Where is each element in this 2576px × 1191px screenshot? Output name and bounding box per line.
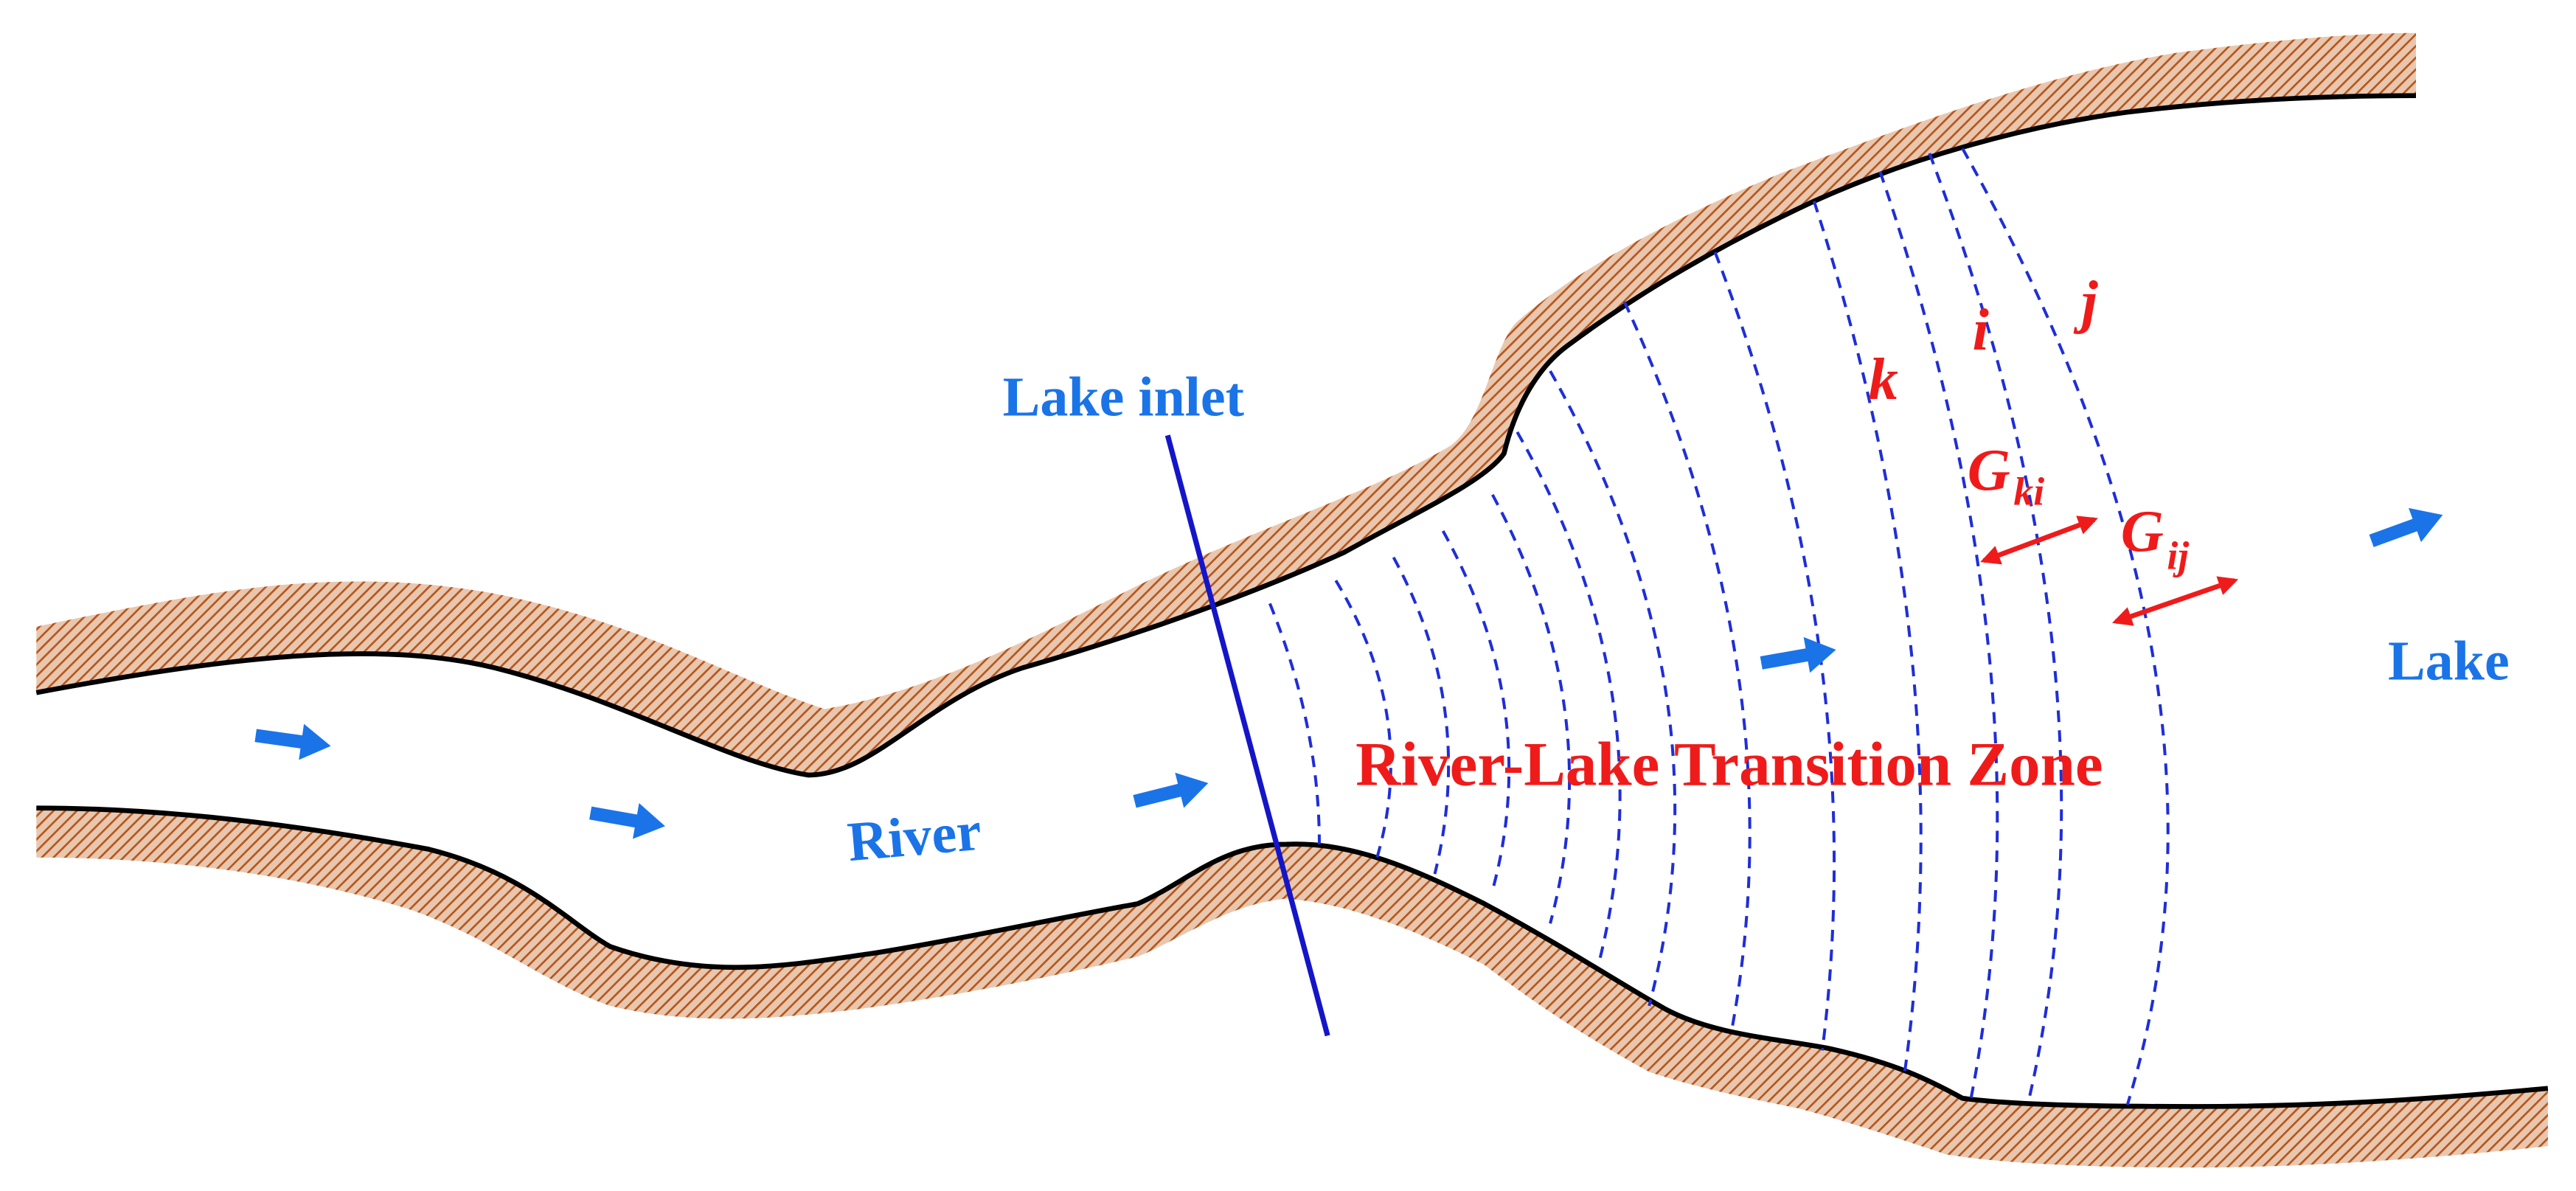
- contour-line: [1961, 147, 2170, 1105]
- contour-line: [1622, 301, 1752, 1031]
- contour-lines: [1268, 147, 2170, 1105]
- contour-line: [1516, 431, 1622, 960]
- contour-line: [1549, 370, 1677, 1007]
- lake-label: Lake: [2388, 630, 2510, 692]
- lower-bank-line: [36, 805, 2549, 1109]
- gap-ij-base: G: [2121, 499, 2164, 564]
- contour-line: [1878, 170, 1999, 1100]
- arrow-right-icon: [2369, 507, 2443, 547]
- lake-inlet-line: [1164, 434, 1330, 1037]
- gap-ij-label: G ij: [2121, 499, 2190, 578]
- contour-line: [1812, 201, 1923, 1072]
- double-arrow-icon: [1980, 515, 2098, 565]
- gap-ij-sub: ij: [2167, 533, 2190, 577]
- contour-i-label: i: [1972, 297, 1989, 363]
- river-label: River: [845, 800, 984, 874]
- gap-ki-sub: ki: [2013, 469, 2044, 513]
- arrow-right-icon: [589, 803, 665, 839]
- contour-line: [1441, 530, 1511, 892]
- transition-zone-label: River-Lake Transition Zone: [1355, 729, 2103, 799]
- contour-line: [1491, 493, 1572, 924]
- flow-arrows: [254, 507, 2443, 839]
- contour-line: [1268, 603, 1321, 844]
- contour-line: [1928, 153, 2063, 1103]
- lake-inlet-label: Lake inlet: [1003, 367, 1244, 428]
- contour-k-label: k: [1869, 347, 1898, 412]
- arrow-right-icon: [1133, 772, 1209, 808]
- arrow-right-icon: [1760, 636, 1836, 673]
- contour-line: [1392, 556, 1451, 875]
- double-arrow-icon: [2111, 576, 2239, 626]
- contour-line: [1334, 580, 1392, 858]
- upper-bank-line: [35, 93, 2417, 778]
- gap-ki-label: G ki: [1968, 437, 2044, 513]
- arrow-right-icon: [254, 723, 331, 760]
- gap-ki-base: G: [1968, 437, 2010, 503]
